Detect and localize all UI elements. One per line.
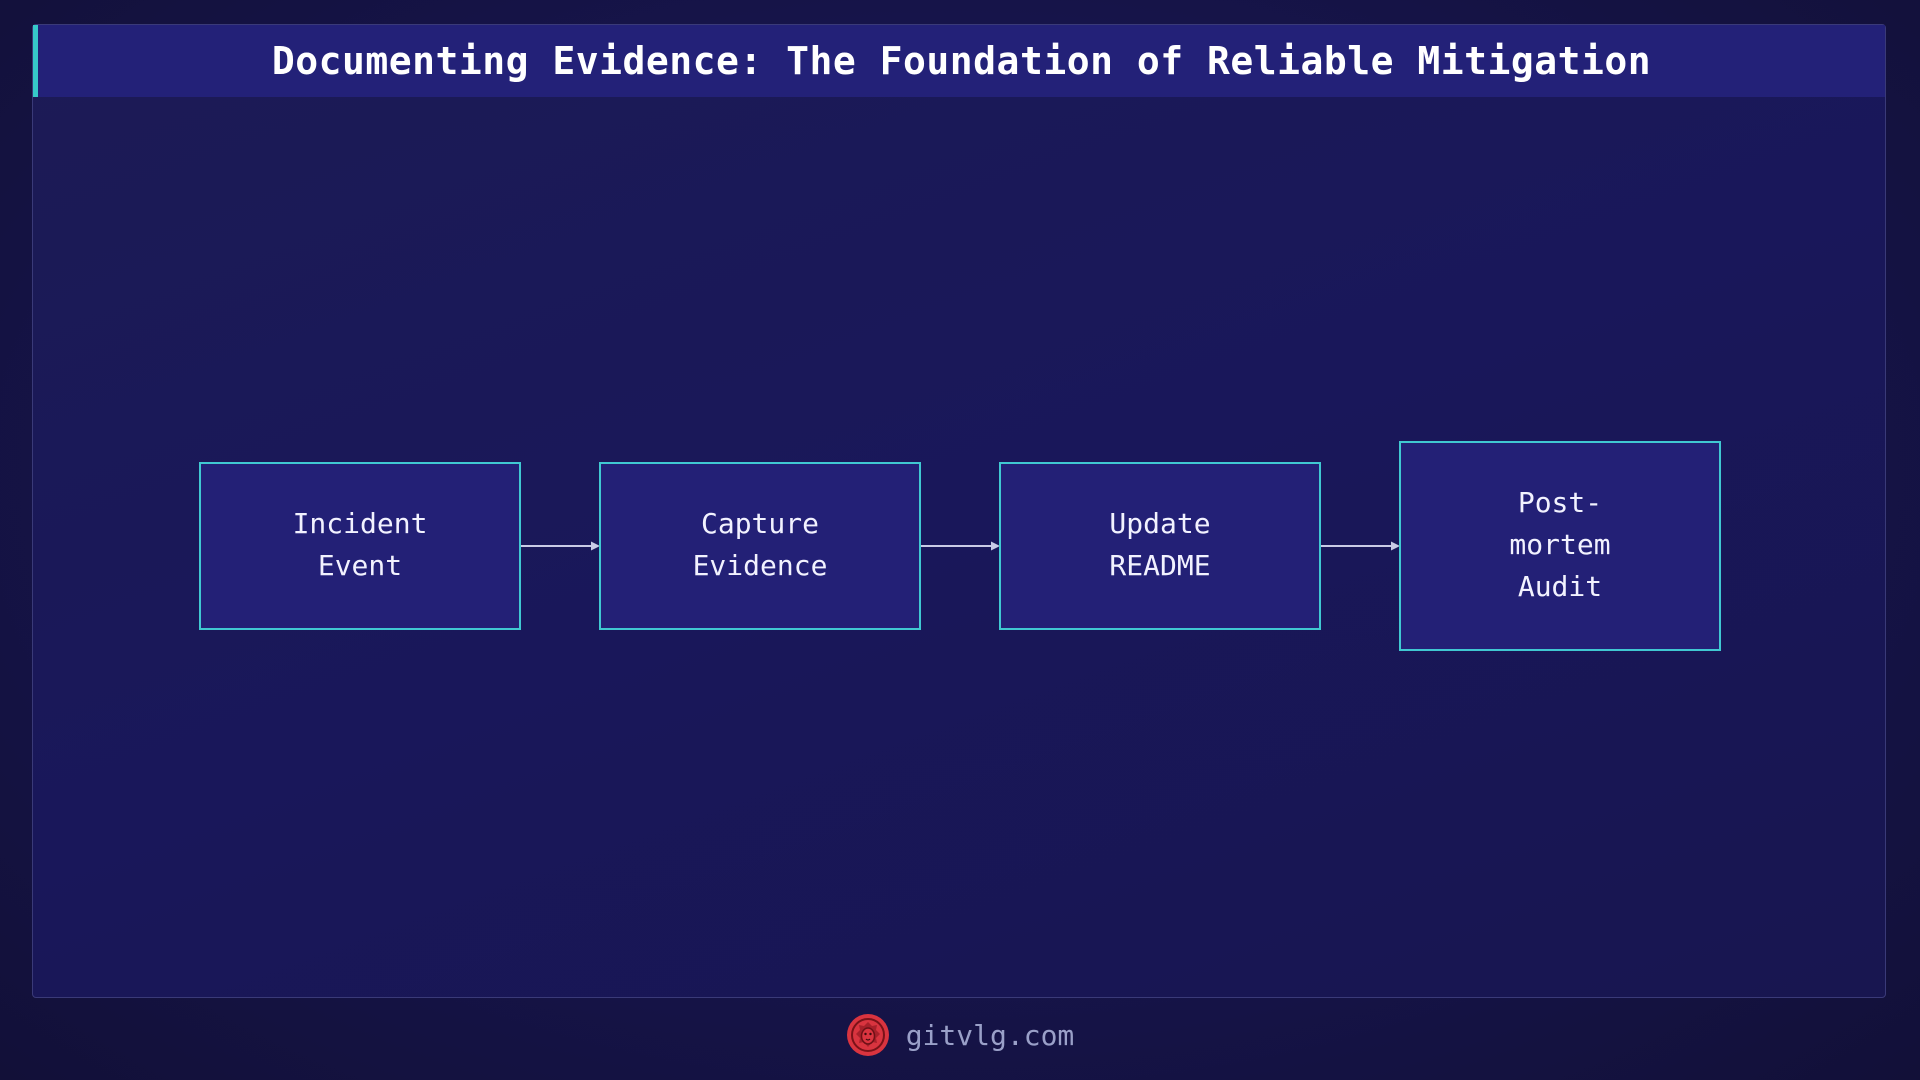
flow-node-box <box>999 462 1321 630</box>
flow-node-label: Event <box>318 549 402 582</box>
flow-node-box <box>1399 441 1721 651</box>
flow-arrowhead-3 <box>1391 541 1400 551</box>
lion-logo-icon <box>846 1014 889 1056</box>
title-bar: Documenting Evidence: The Foundation of … <box>33 25 1885 97</box>
flow-node-label: Incident <box>293 507 428 540</box>
flow-node-label: README <box>1109 549 1210 582</box>
flow-node-label: Capture <box>701 507 819 540</box>
flow-node-label: Audit <box>1518 570 1602 603</box>
flow-node-box <box>199 462 521 630</box>
flow-arrowhead-1 <box>591 541 600 551</box>
flow-node-label: Update <box>1109 507 1210 540</box>
flow-node-label: Post- <box>1518 486 1602 519</box>
flow-node-box <box>599 462 921 630</box>
flow-arrowhead-2 <box>991 541 1000 551</box>
flow-node-label: Evidence <box>693 549 828 582</box>
flow-node-label: mortem <box>1509 528 1610 561</box>
page-title: Documenting Evidence: The Foundation of … <box>271 39 1652 83</box>
footer: gitvlg.com <box>0 1010 1920 1060</box>
footer-site-text: gitvlg.com <box>905 1018 1075 1052</box>
